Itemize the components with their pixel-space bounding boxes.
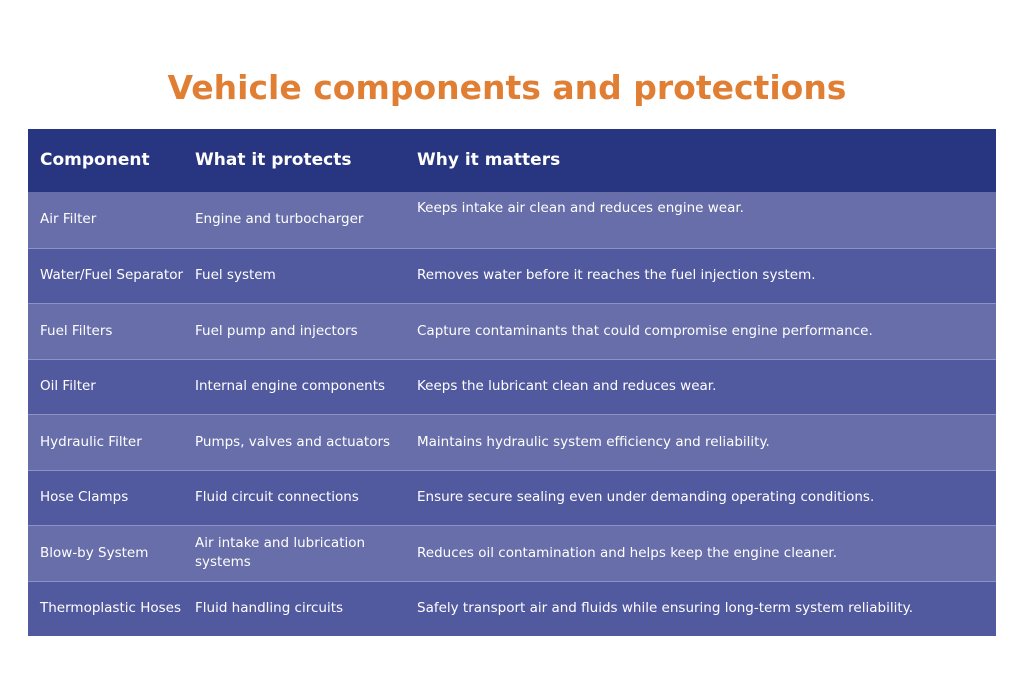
cell-protects: Air intake and lubrication systems bbox=[195, 535, 366, 571]
table-row: Blow-by System Air intake and lubricatio… bbox=[28, 525, 996, 581]
cell-component: Fuel Filters bbox=[40, 322, 113, 339]
cell-protects: Fluid handling circuits bbox=[195, 600, 344, 617]
cell-why: Reduces oil contamination and helps keep… bbox=[417, 544, 837, 561]
cell-protects: Internal engine components bbox=[195, 378, 386, 395]
header-what-it-protects: What it protects bbox=[195, 150, 352, 170]
cell-protects: Pumps, valves and actuators bbox=[195, 433, 391, 450]
cell-component: Hose Clamps bbox=[40, 489, 129, 506]
cell-why: Removes water before it reaches the fuel… bbox=[417, 267, 816, 284]
cell-protects: Fuel system bbox=[195, 267, 276, 284]
cell-protects: Fluid circuit connections bbox=[195, 489, 359, 506]
cell-why: Safely transport air and fluids while en… bbox=[417, 600, 913, 617]
table-body: Air Filter Engine and turbocharger Keeps… bbox=[28, 192, 996, 636]
cell-protects: Fuel pump and injectors bbox=[195, 322, 358, 339]
components-table: Component What it protects Why it matter… bbox=[28, 129, 996, 636]
cell-why: Ensure secure sealing even under demandi… bbox=[417, 489, 875, 506]
cell-component: Water/Fuel Separator bbox=[40, 267, 184, 284]
table-row: Air Filter Engine and turbocharger Keeps… bbox=[28, 192, 996, 248]
table-row: Hydraulic Filter Pumps, valves and actua… bbox=[28, 414, 996, 470]
table-row: Water/Fuel Separator Fuel system Removes… bbox=[28, 247, 996, 303]
cell-component: Thermoplastic Hoses bbox=[40, 600, 181, 617]
cell-why: Keeps the lubricant clean and reduces we… bbox=[417, 378, 717, 395]
table-row: Hose Clamps Fluid circuit connections En… bbox=[28, 469, 996, 525]
cell-why: Keeps intake air clean and reduces engin… bbox=[417, 200, 744, 216]
header-why-it-matters: Why it matters bbox=[417, 150, 561, 170]
cell-component: Hydraulic Filter bbox=[40, 433, 142, 450]
cell-why: Maintains hydraulic system efficiency an… bbox=[417, 433, 770, 450]
cell-component: Blow-by System bbox=[40, 544, 149, 561]
table-row: Oil Filter Internal engine components Ke… bbox=[28, 358, 996, 414]
table-header: Component What it protects Why it matter… bbox=[28, 129, 996, 192]
header-component: Component bbox=[40, 150, 150, 170]
cell-component: Oil Filter bbox=[40, 378, 96, 395]
cell-protects: Engine and turbocharger bbox=[195, 211, 364, 228]
table-row: Fuel Filters Fuel pump and injectors Cap… bbox=[28, 303, 996, 359]
page-title: Vehicle components and protections bbox=[167, 68, 847, 107]
table-row: Thermoplastic Hoses Fluid handling circu… bbox=[28, 580, 996, 636]
cell-component: Air Filter bbox=[40, 211, 97, 228]
cell-why: Capture contaminants that could compromi… bbox=[417, 322, 873, 339]
